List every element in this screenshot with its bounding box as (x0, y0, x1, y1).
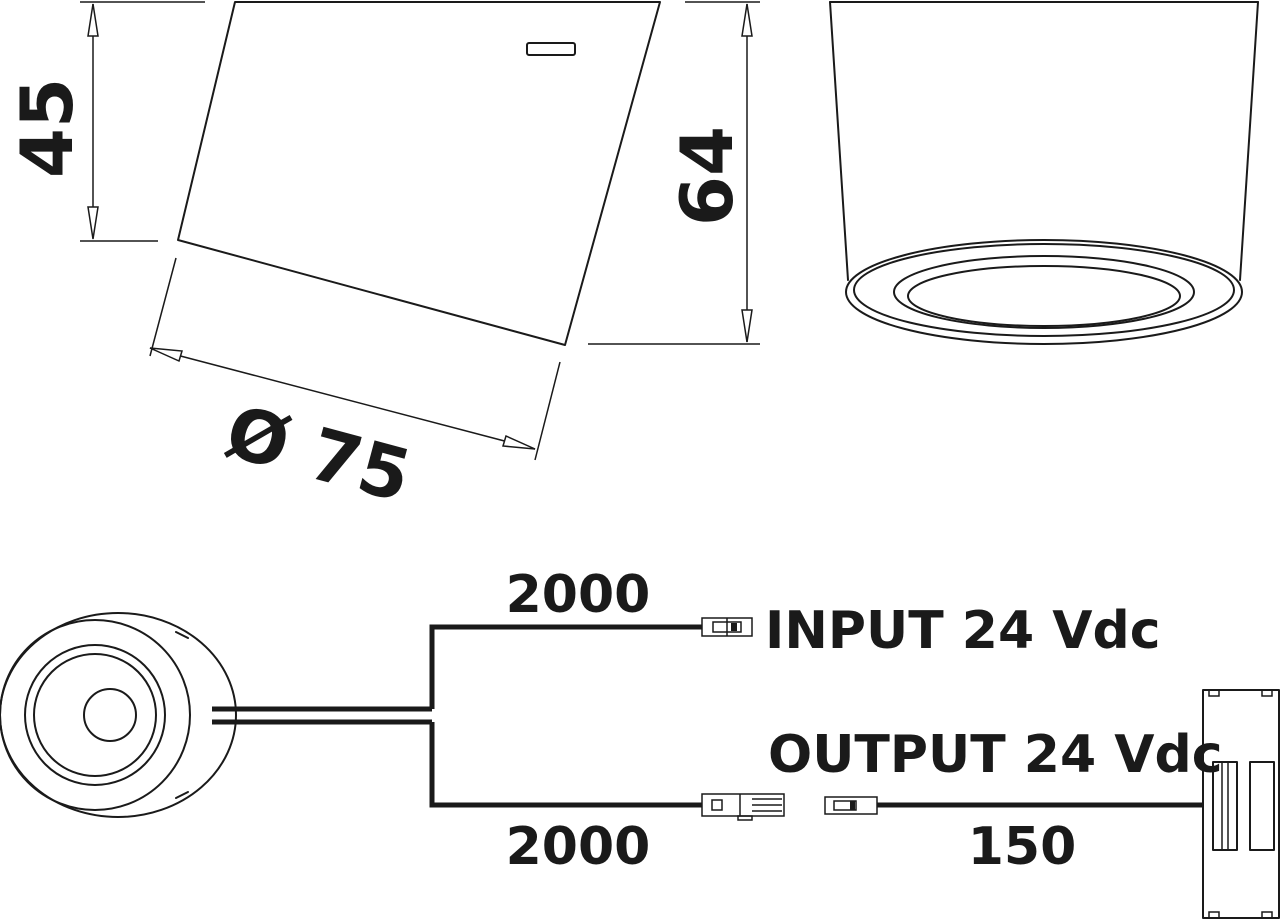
front-view (829, 1, 1259, 345)
output-cable-length-label: 2000 (506, 817, 651, 877)
dimension-64: 64 (588, 1, 760, 345)
luminaire-front-icon (0, 612, 237, 818)
front-view-rim-inner-edge (853, 243, 1235, 337)
input-connector (701, 617, 753, 637)
side-view-slot (526, 42, 576, 56)
cable-exit (212, 706, 432, 725)
dimension-diameter: Ø 75 (149, 257, 561, 519)
side-view-body (177, 1, 661, 346)
front-view-lens (907, 265, 1181, 327)
output-lead-length-label: 150 (968, 817, 1077, 877)
dimension-45: 45 (5, 1, 205, 242)
dimension-64-label: 64 (665, 126, 749, 226)
cable-input (429, 624, 702, 709)
wiring-diagram: 2000 2000 INPUT 24 Vdc OUTPUT 24 Vdc 150 (0, 565, 1280, 919)
input-cable-length-label: 2000 (506, 565, 651, 625)
dim-arrow-top-64 (741, 3, 753, 37)
driver-box (1202, 689, 1280, 919)
front-view-outer-rim (845, 239, 1243, 345)
dimension-45-label: 45 (5, 78, 89, 178)
dimension-diameter-label: Ø 75 (218, 389, 420, 518)
front-view-bezel (893, 255, 1195, 329)
dim-arrow-bottom-64 (741, 309, 753, 343)
dim-arrow-bottom-45 (87, 206, 99, 240)
input-label: INPUT 24 Vdc (765, 601, 1161, 661)
cable-output (429, 722, 702, 808)
dim-arrow-top-45 (87, 3, 99, 37)
dim-arrow-left-75 (149, 347, 183, 363)
output-connector-female (824, 796, 878, 815)
output-connector-male (701, 793, 785, 821)
dim-arrow-right-75 (502, 434, 536, 450)
side-view (177, 1, 661, 346)
output-label: OUTPUT 24 Vdc (768, 725, 1223, 785)
